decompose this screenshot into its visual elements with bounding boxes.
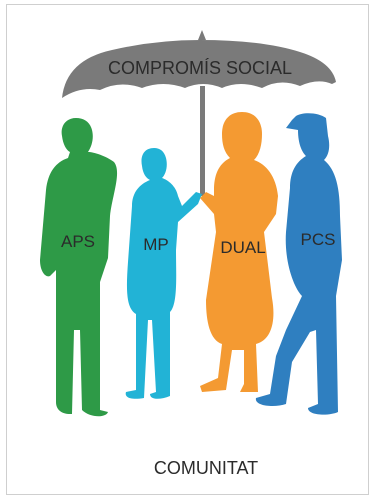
umbrella-tip [198, 30, 206, 40]
footer-label: COMUNITAT [154, 458, 258, 478]
figure-dual [200, 112, 278, 392]
umbrella-canopy [62, 40, 336, 98]
figure-mp-label: MP [143, 235, 169, 254]
figure-aps-label: APS [61, 232, 95, 251]
figure-mp [125, 148, 202, 399]
figure-pcs-label: PCS [301, 230, 336, 249]
figure-dual-label: DUAL [220, 238, 265, 257]
umbrella-shaft [200, 86, 205, 196]
umbrella-label: COMPROMÍS SOCIAL [108, 58, 292, 78]
figure-pcs [255, 113, 342, 415]
figure-aps [40, 118, 118, 417]
